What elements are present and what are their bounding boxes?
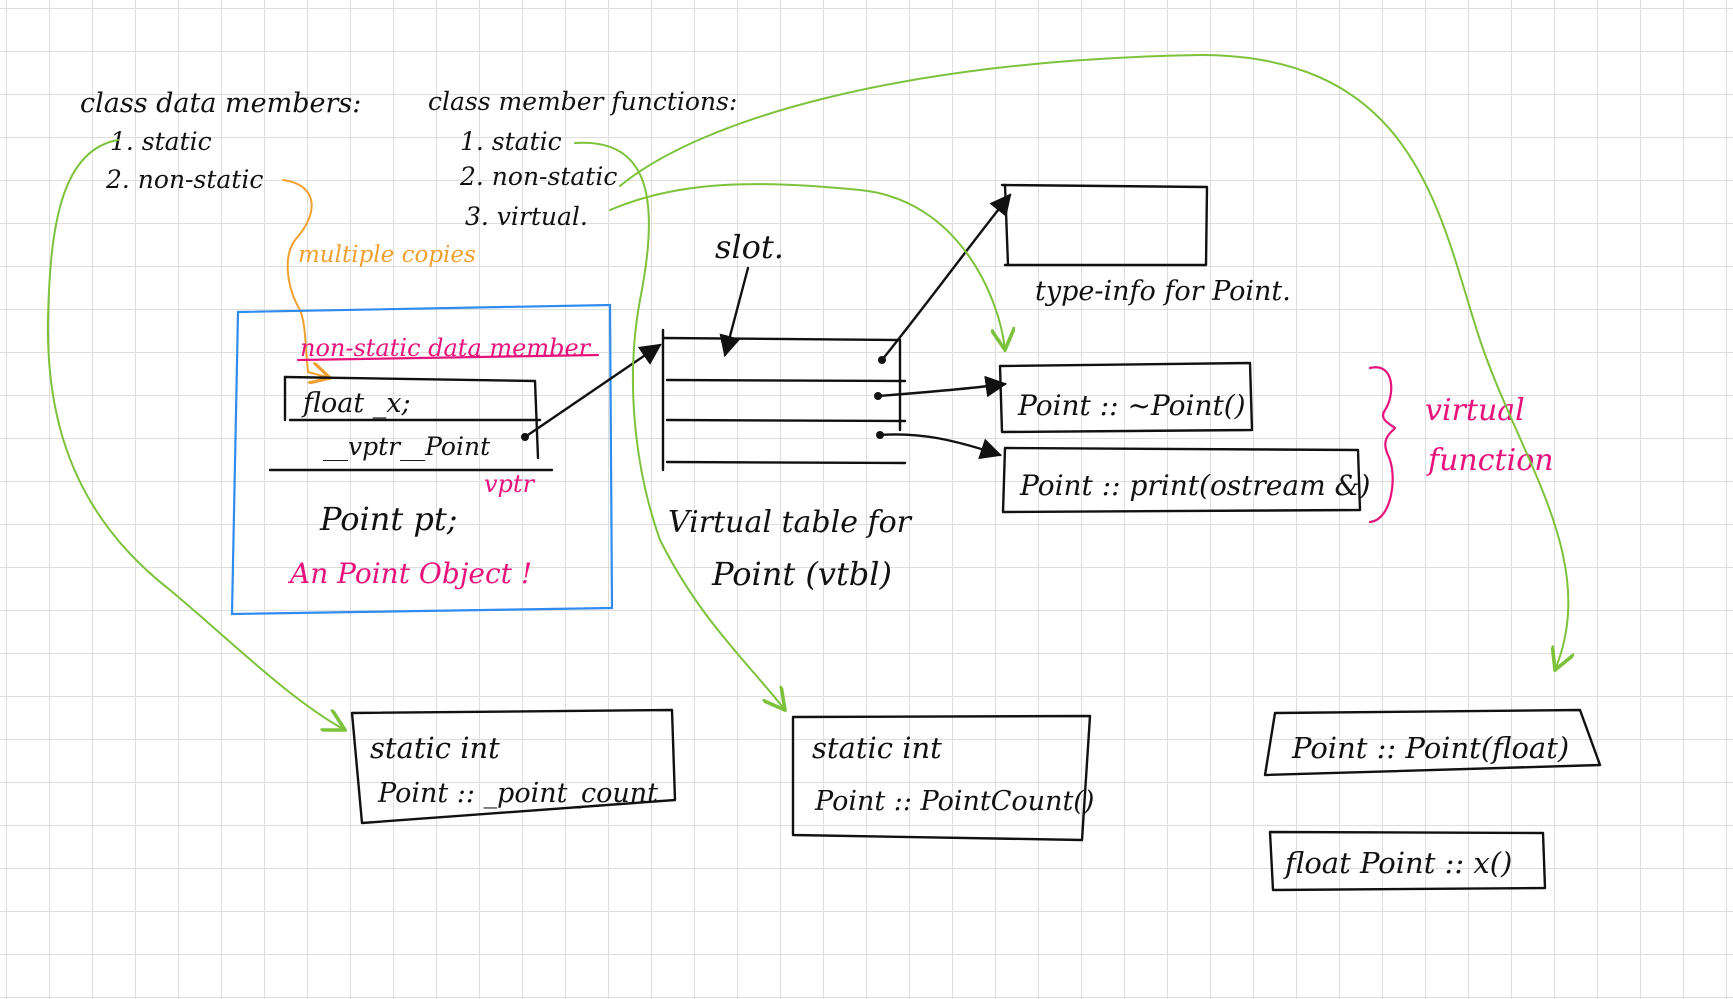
vtable-row-1 <box>665 378 907 383</box>
static-function-line2: Point :: PointCount() <box>814 786 1094 817</box>
typeinfo-box-left <box>1003 183 1010 267</box>
point-declaration: Point pt; <box>319 500 458 538</box>
constructor-box <box>1263 708 1602 777</box>
vtable-row-2 <box>665 418 907 423</box>
nonstatic-function-arrow <box>619 54 1568 670</box>
constructor-label: Point :: Point(float) <box>1291 731 1569 765</box>
typeinfo-label: type-info for Point. <box>1035 276 1291 307</box>
virtual-brace <box>1368 366 1397 524</box>
typeinfo-arrow <box>880 193 1012 362</box>
static-function-box <box>791 714 1092 842</box>
virtual-function-label-1: virtual <box>1425 393 1525 428</box>
vtable-row-3 <box>665 460 907 465</box>
static-member-box <box>350 708 677 825</box>
func-static-item: 1. static <box>460 127 562 156</box>
virtual-function-label-2: function <box>1426 443 1554 478</box>
point-object-box <box>230 303 614 616</box>
vptr-label: vptr <box>484 470 536 498</box>
dtor-label: Point :: ~Point() <box>1017 389 1246 422</box>
vtable-row-0 <box>661 336 902 342</box>
print-box <box>1001 446 1362 514</box>
slot-arrow <box>719 266 750 358</box>
vtable-title-line1: Virtual table for <box>668 505 913 540</box>
getter-label: float Point :: x() <box>1283 846 1512 880</box>
nonstatic-underline <box>296 353 600 362</box>
print-arrow <box>878 433 1003 460</box>
getter-box <box>1268 830 1547 892</box>
data-members-header: class data members: <box>80 88 361 119</box>
slot-label: slot. <box>715 228 784 266</box>
vptr-point-member: __vptr__Point <box>323 432 491 461</box>
static-function-arrow <box>574 141 785 710</box>
point-object-caption: An Point Object ! <box>287 557 532 590</box>
typeinfo-box <box>1000 183 1209 267</box>
static-member-line2: Point :: _point_count <box>377 778 658 809</box>
func-virtual-item: 3. virtual. <box>465 202 588 231</box>
virtual-function-arrow <box>609 183 1005 350</box>
multiple-copies-label: multiple copies <box>298 242 476 268</box>
vptr-arrow <box>523 343 662 439</box>
data-nonstatic-item: 2. non-static <box>105 165 263 194</box>
dtor-box <box>998 361 1254 434</box>
vtable-title-line2: Point (vtbl) <box>711 555 892 593</box>
static-function-line1: static int <box>812 731 942 765</box>
member-table-frame <box>283 375 540 460</box>
static-member-line1: static int <box>370 731 500 765</box>
float-x-member: float _x; <box>301 388 411 419</box>
print-label: Point :: print(ostream &) <box>1019 469 1370 502</box>
data-static-item: 1. static <box>110 127 212 156</box>
func-nonstatic-item: 2. non-static <box>459 162 617 191</box>
multiple-copies-arrow <box>282 179 330 378</box>
static-member-arrow <box>46 139 345 730</box>
function-members-header: class member functions: <box>428 87 737 116</box>
dtor-arrow <box>876 375 1008 398</box>
